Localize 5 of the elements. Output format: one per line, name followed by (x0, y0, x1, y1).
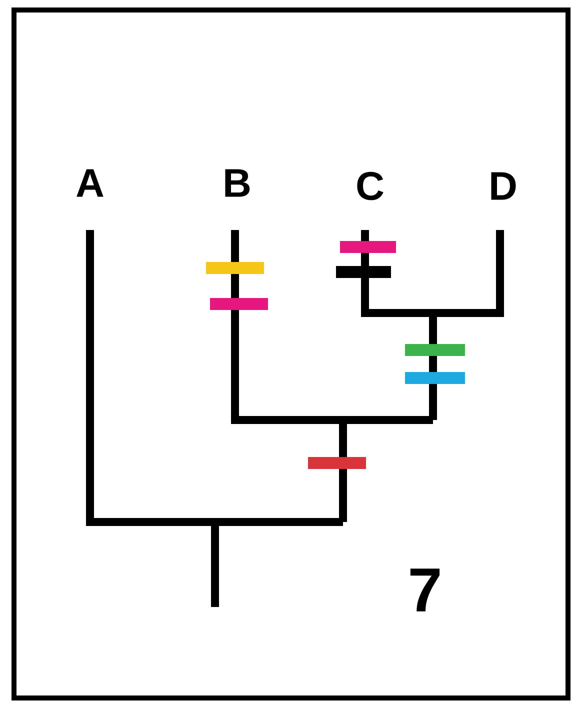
figure-number: 7 (410, 568, 440, 612)
taxon-label: B (225, 169, 250, 197)
taxon-label: A (76, 169, 104, 197)
taxon-label: D (491, 172, 516, 200)
taxon-label: C (357, 172, 384, 200)
